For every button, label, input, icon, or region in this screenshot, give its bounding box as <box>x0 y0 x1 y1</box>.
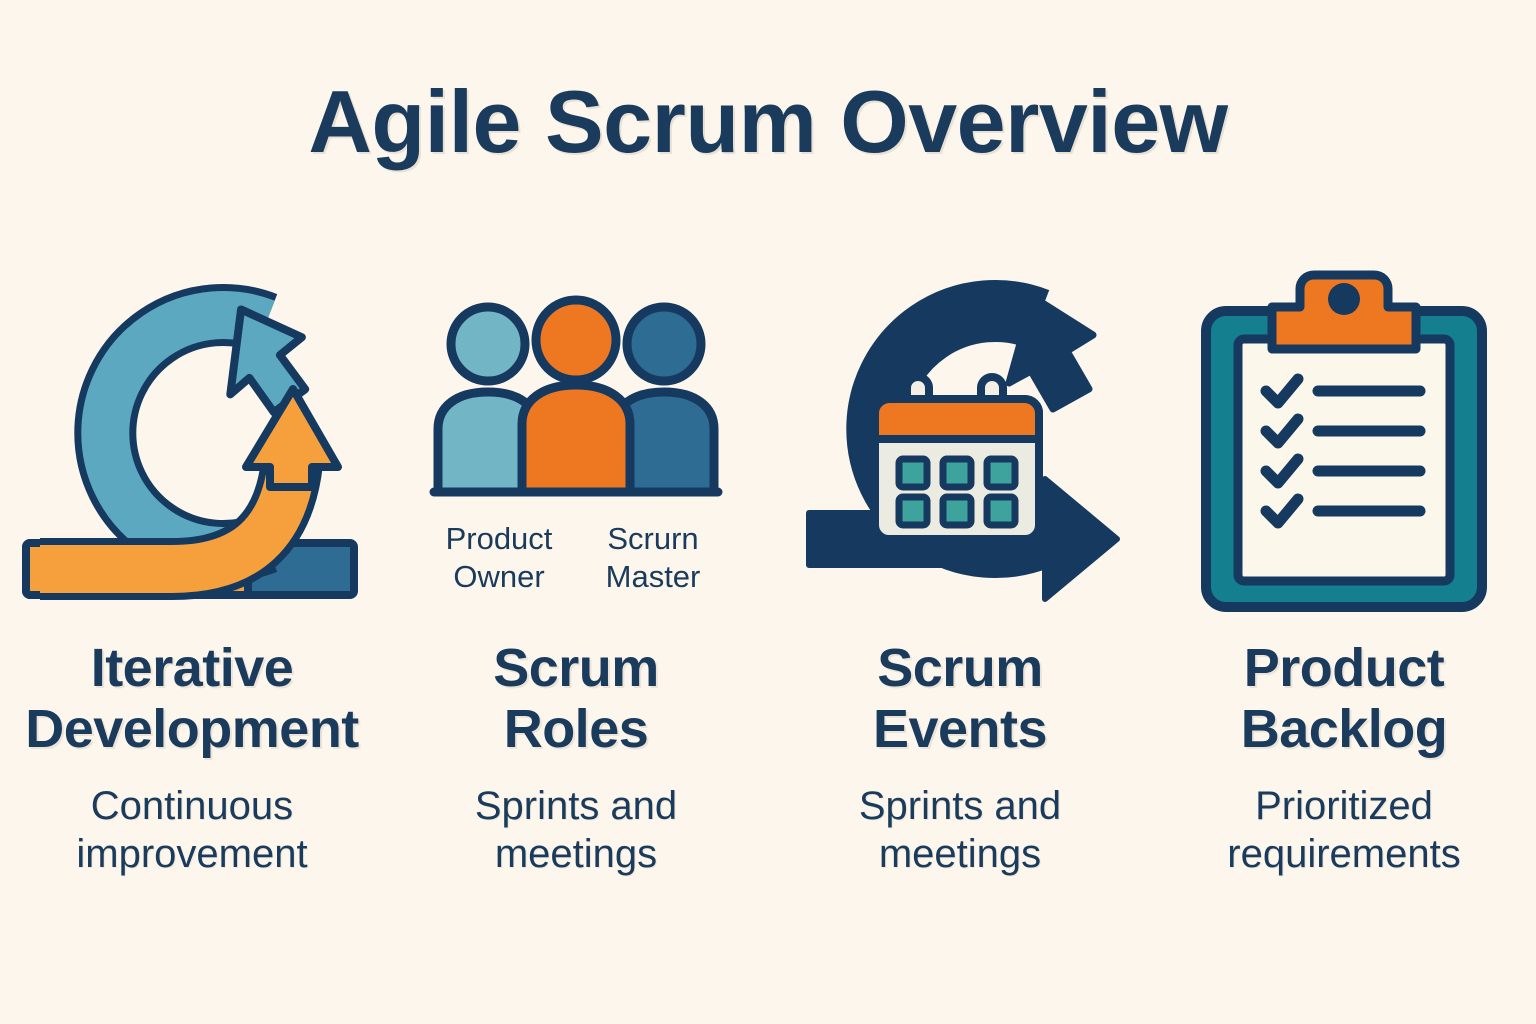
column-scrum-events: Scrum Events Sprints and meetings <box>768 260 1152 878</box>
role-caption-row: Product Owner Scrurn Master <box>435 520 717 596</box>
column-heading: Scrum Roles <box>493 638 659 760</box>
page-title: Agile Scrum Overview <box>308 72 1228 171</box>
column-subtitle: Continuous improvement <box>76 784 308 877</box>
icon-slot-3 <box>768 260 1152 632</box>
icon-slot-1 <box>0 260 384 632</box>
column-grid: Iterative Development Continuous improve… <box>0 260 1536 920</box>
column-subtitle: Sprints and meetings <box>858 784 1062 877</box>
scrum-roles-group: Product Owner Scrurn Master <box>426 295 726 596</box>
iterative-cycle-icon <box>22 284 358 600</box>
column-heading: Scrum Events <box>872 638 1048 760</box>
column-heading: Product Backlog <box>1240 638 1448 760</box>
column-subtitle: Sprints and meetings <box>474 784 678 877</box>
column-subtitle: Prioritized requirements <box>1227 784 1461 877</box>
icon-slot-2: Product Owner Scrurn Master <box>384 260 768 632</box>
scrum-roles-people-icon <box>429 295 723 497</box>
column-heading: Iterative Development <box>25 638 359 760</box>
column-scrum-roles: Product Owner Scrurn Master Scrum Roles … <box>384 260 768 878</box>
product-backlog-clipboard-icon <box>1201 270 1487 612</box>
column-product-backlog: Product Backlog Prioritized requirements <box>1152 260 1536 878</box>
sprint-calendar-icon <box>806 280 1120 602</box>
column-iterative-development: Iterative Development Continuous improve… <box>0 260 384 878</box>
role-label-product-owner: Product Owner <box>445 521 553 594</box>
role-label-scrum-master: Scrurn Master <box>605 521 701 594</box>
icon-slot-4 <box>1152 260 1536 632</box>
